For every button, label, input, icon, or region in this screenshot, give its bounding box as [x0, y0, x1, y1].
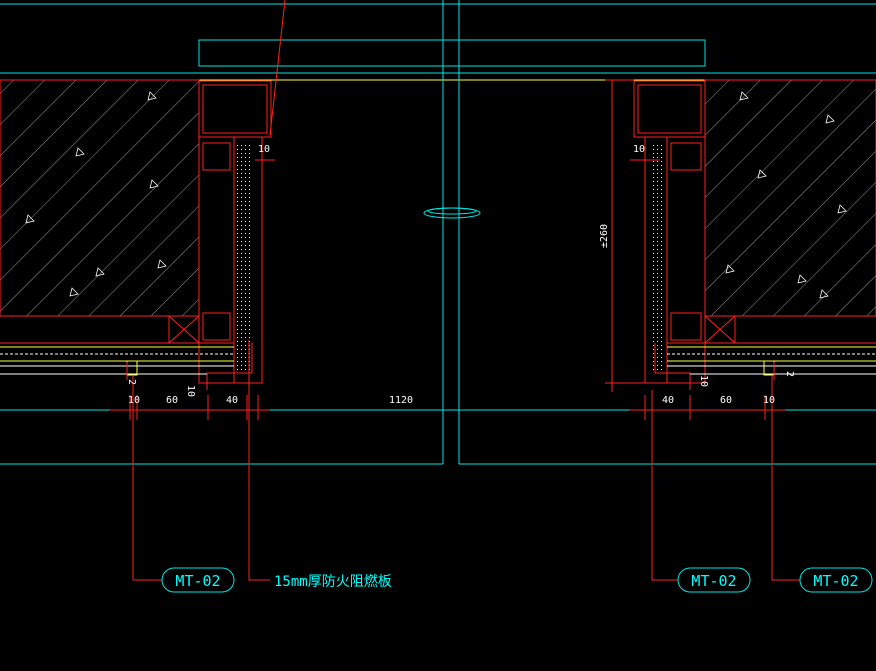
ceiling-lines [0, 3, 876, 74]
dimension-lines [110, 79, 785, 420]
left-dimension-texts: 10 10 2 10 60 40 [126, 144, 270, 406]
right-dim-2: 2 [784, 371, 795, 377]
right-floor-lines [667, 346, 876, 376]
left-material-tag-label: MT-02 [175, 572, 220, 590]
right-dim-60: 60 [720, 395, 732, 406]
right-wall-hatch [704, 79, 876, 317]
left-dim-10-top: 10 [258, 144, 270, 155]
left-floor-lines [0, 346, 234, 376]
right-fire-board [651, 142, 665, 372]
right-dim-10-bottom: 10 [698, 375, 709, 387]
left-dim-2: 2 [126, 379, 137, 385]
right-material-tag-1: MT-02 [677, 567, 751, 593]
left-fire-board [236, 142, 250, 372]
right-material-tag-2-label: MT-02 [813, 572, 858, 590]
right-dim-40: 40 [662, 395, 674, 406]
left-dim-40: 40 [226, 395, 238, 406]
break-symbol [423, 207, 481, 219]
fire-board-note: 15mm厚防火阻燃板 [274, 573, 392, 590]
right-dim-10: 10 [763, 395, 775, 406]
left-dim-10-bottom: 10 [185, 385, 196, 397]
right-dimension-texts: 10 ±260 10 2 40 60 10 [599, 144, 795, 406]
left-material-tag: MT-02 [161, 567, 235, 593]
right-dim-10-top: 10 [633, 144, 645, 155]
left-dim-10: 10 [128, 395, 140, 406]
left-dim-60: 60 [166, 395, 178, 406]
right-dim-height: ±260 [599, 224, 610, 248]
leader-lines [132, 0, 800, 581]
right-material-tag-1-label: MT-02 [691, 572, 736, 590]
right-material-tag-2: MT-02 [799, 567, 873, 593]
center-span-dimension: 1120 [389, 395, 413, 406]
left-wall-hatch [0, 79, 200, 317]
